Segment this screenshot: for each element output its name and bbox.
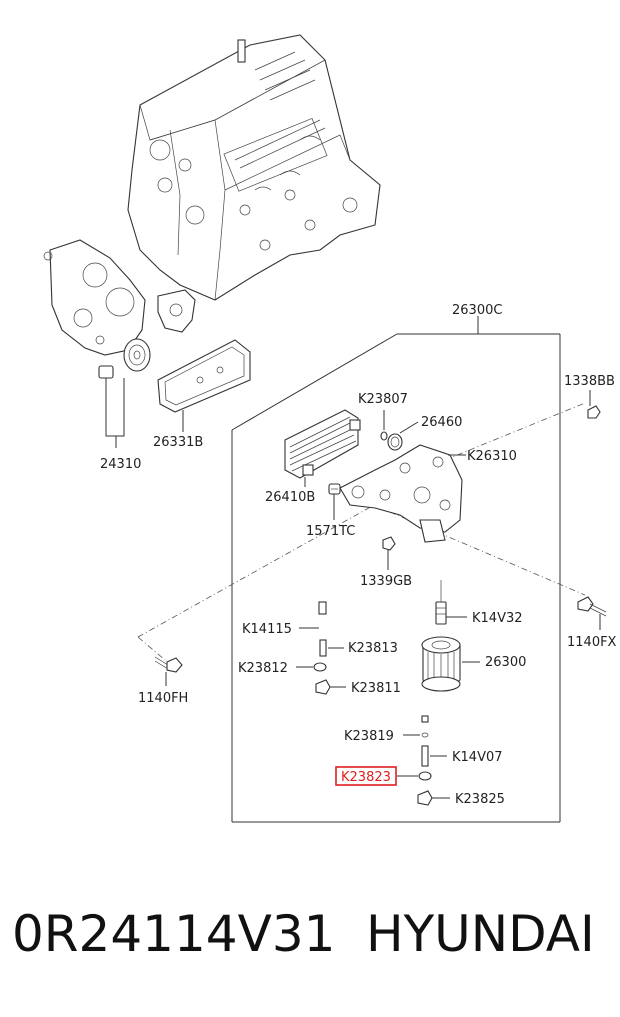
spring-k14v07-drawing xyxy=(421,745,429,767)
oil-filter-assembly-diagram: 26300C 1338BB 26331B 24310 K23807 26460 … xyxy=(43,34,617,823)
part-caption: 0R24114V31 HYUNDAI xyxy=(0,905,620,975)
label-26300c: 26300C xyxy=(452,303,502,318)
washer-k23823-drawing xyxy=(418,771,432,781)
gear-drawing xyxy=(123,338,151,372)
label-1140fx: 1140FX xyxy=(567,635,617,650)
bolt-k14115-drawing xyxy=(318,601,327,615)
label-26300: 26300 xyxy=(485,655,526,670)
filter-housing-drawing xyxy=(339,444,463,543)
plug-k23811-drawing xyxy=(315,679,331,695)
oil-filter-drawing xyxy=(421,636,461,692)
highlight-box-k23823 xyxy=(335,766,397,786)
oil-cooler-drawing xyxy=(284,409,361,479)
label-k23819: K23819 xyxy=(344,729,394,744)
label-1571tc: 1571TC xyxy=(306,524,355,539)
spring-k23813-drawing xyxy=(319,639,327,657)
nipple-k14v32-drawing xyxy=(435,580,447,625)
label-26331b: 26331B xyxy=(153,435,203,450)
gasket-drawing xyxy=(157,339,251,413)
label-k23813: K23813 xyxy=(348,641,398,656)
assembly-box xyxy=(231,316,561,823)
label-1140fh: 1140FH xyxy=(138,691,188,706)
label-k23811: K23811 xyxy=(351,681,401,696)
plug-1571tc-drawing xyxy=(328,483,341,495)
engine-block-drawing xyxy=(127,34,381,301)
label-k23825: K23825 xyxy=(455,792,505,807)
label-k14v32: K14V32 xyxy=(472,611,523,626)
bolt-1338bb-drawing xyxy=(587,405,601,419)
bolt-1339gb-drawing xyxy=(382,536,396,551)
washer-k23812-drawing xyxy=(313,662,327,672)
brand-name: HYUNDAI xyxy=(366,905,595,963)
bracket-drawing xyxy=(157,289,196,333)
bolt-1140fx-drawing xyxy=(577,596,607,617)
sleeve-drawing xyxy=(98,365,114,379)
timing-cover-drawing xyxy=(43,239,146,356)
o-ring-drawing xyxy=(380,431,388,441)
label-26460: 26460 xyxy=(421,415,462,430)
small-part-k23819-drawing xyxy=(421,715,429,738)
label-k14115: K14115 xyxy=(242,622,292,637)
bolt-1140fh-drawing xyxy=(154,656,183,673)
ring-drawing xyxy=(387,433,403,451)
label-26410b: 26410B xyxy=(265,490,315,505)
part-number: 0R24114V31 xyxy=(12,905,336,963)
label-24310: 24310 xyxy=(100,457,141,472)
label-k14v07: K14V07 xyxy=(452,750,503,765)
label-k23812: K23812 xyxy=(238,661,288,676)
label-k26310: K26310 xyxy=(467,449,517,464)
label-1338bb: 1338BB xyxy=(564,374,615,389)
plug-k23825-drawing xyxy=(417,790,433,806)
label-k23807: K23807 xyxy=(358,392,408,407)
label-1339gb: 1339GB xyxy=(360,574,412,589)
label-k23823[interactable]: K23823 xyxy=(341,770,391,785)
